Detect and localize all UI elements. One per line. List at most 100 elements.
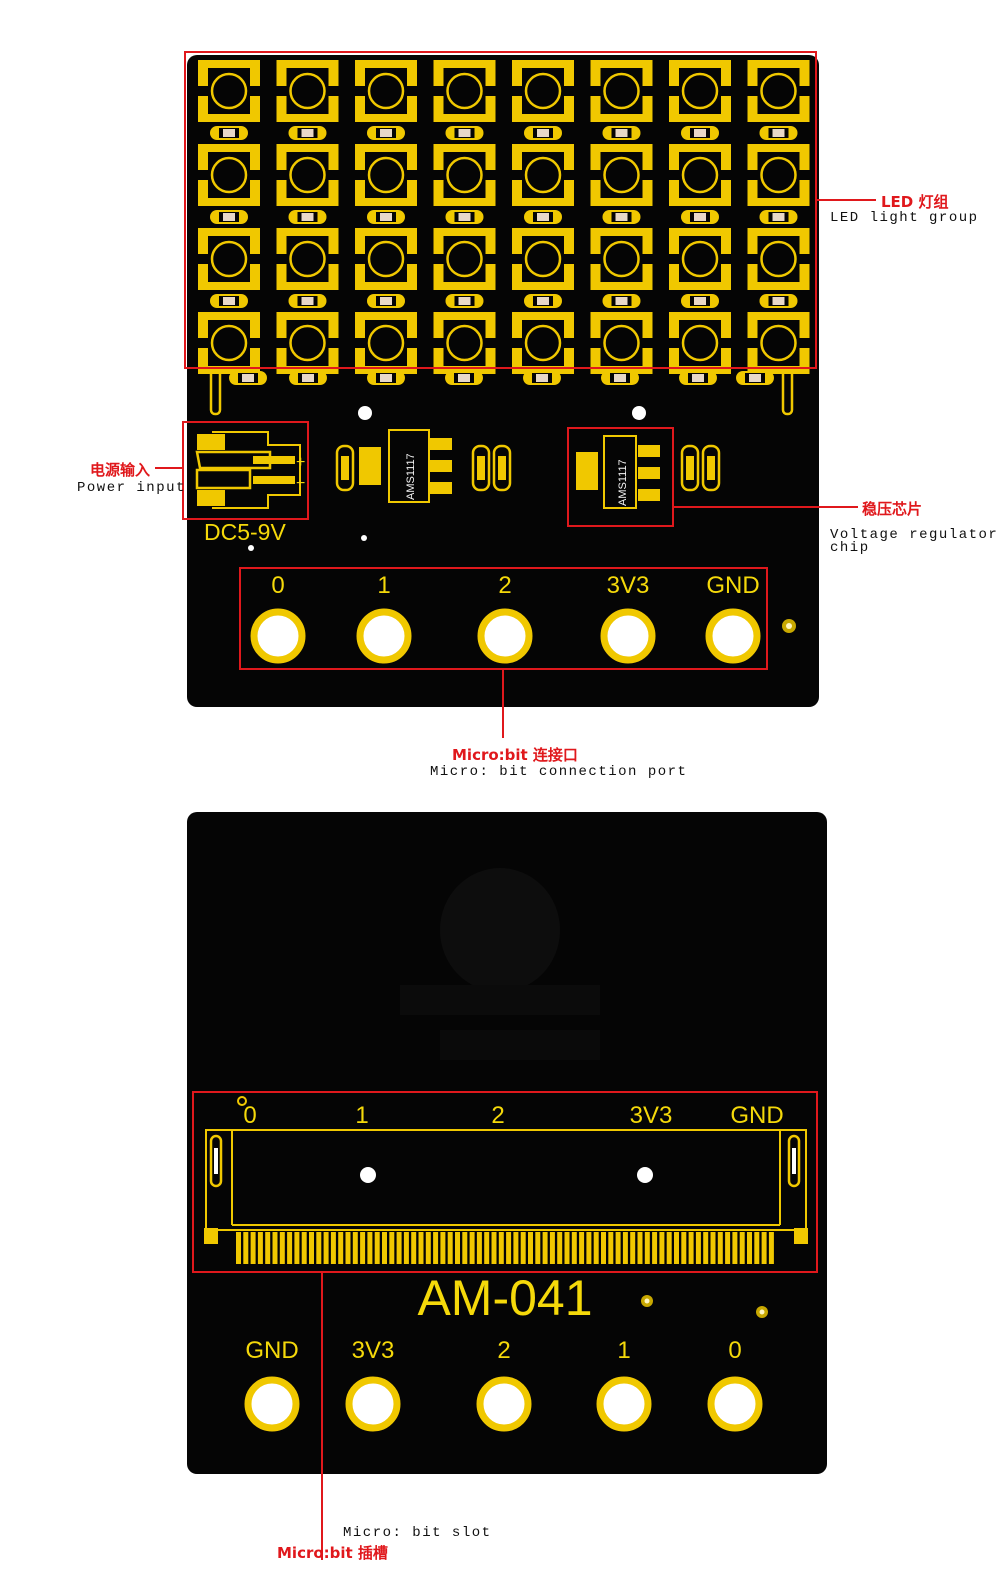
slot-pin-label: 2 xyxy=(491,1102,504,1129)
smd-capacitors xyxy=(335,444,721,492)
via-dot xyxy=(248,545,254,551)
led-pad xyxy=(433,312,496,374)
model-label: AM-041 xyxy=(417,1270,592,1326)
led-pad xyxy=(433,60,496,122)
led-resistor xyxy=(759,294,798,308)
led-resistor xyxy=(602,210,641,224)
slot-pin-label: 0 xyxy=(243,1102,256,1129)
led-resistor xyxy=(288,294,327,308)
led-resistor xyxy=(367,126,405,140)
callout-slot-en: Micro: bit slot xyxy=(343,1525,492,1541)
led-pad xyxy=(747,60,810,122)
svg-text:0: 0 xyxy=(728,1337,741,1364)
microbit-edge-slot xyxy=(204,1096,808,1264)
led-resistor xyxy=(210,294,248,308)
callout-led-group-cn: LED 灯组 xyxy=(881,193,949,211)
top-header-pins: 0 1 2 3V3 GND xyxy=(250,572,761,664)
led-resistor xyxy=(367,210,405,224)
led-pad xyxy=(276,312,339,374)
top-pin-2: 2 xyxy=(477,572,533,664)
bottom-header-pins: GND 3V3 2 1 0 xyxy=(244,1337,763,1432)
led-pad xyxy=(276,228,339,290)
callout-regulator-en-1: Voltage regulator xyxy=(830,527,999,543)
led-resistor xyxy=(681,126,719,140)
regulator-marking: AMS1117 xyxy=(405,453,417,500)
callout-slot-cn: Micro:bit 插槽 xyxy=(277,1544,388,1562)
led-pad xyxy=(590,312,653,374)
led-pad xyxy=(669,228,731,290)
svg-text:−: − xyxy=(296,475,305,492)
led-resistor xyxy=(524,210,562,224)
led-resistor xyxy=(288,210,327,224)
mounting-hole xyxy=(358,406,372,420)
bottom-pin-gnd: GND xyxy=(244,1337,300,1432)
svg-text:+: + xyxy=(296,454,305,471)
led-pad xyxy=(433,228,496,290)
top-pin-gnd: GND xyxy=(705,572,761,664)
led-pad xyxy=(669,312,731,374)
led-resistor xyxy=(445,126,484,140)
mounting-hole xyxy=(632,406,646,420)
callout-connection-port-en: Micro: bit connection port xyxy=(430,764,688,780)
side-slot-left xyxy=(209,368,222,416)
led-resistor xyxy=(759,210,798,224)
led-pad xyxy=(276,144,339,206)
led-pad xyxy=(276,60,339,122)
led-resistor xyxy=(601,371,639,385)
led-resistor xyxy=(210,210,248,224)
bottom-pin-1: 1 xyxy=(596,1337,652,1432)
led-pad xyxy=(747,144,810,206)
callout-led-group-en: LED light group xyxy=(830,210,979,226)
led-resistor xyxy=(523,371,561,385)
led-resistor xyxy=(445,294,484,308)
svg-text:2: 2 xyxy=(497,1337,510,1364)
top-pin-3v3: 3V3 xyxy=(600,572,656,664)
top-pin-0: 0 xyxy=(250,572,306,664)
power-rating-label: DC5-9V xyxy=(204,519,286,545)
faint-logo xyxy=(400,868,600,1060)
slot-pin-label: 1 xyxy=(355,1102,368,1129)
svg-text:GND: GND xyxy=(245,1337,298,1364)
svg-text:2: 2 xyxy=(498,572,511,599)
bottom-pin-2: 2 xyxy=(476,1337,532,1432)
led-resistor xyxy=(524,294,562,308)
led-pad xyxy=(355,228,417,290)
led-pad xyxy=(590,144,653,206)
led-pad xyxy=(512,60,574,122)
callout-regulator-en-2: chip xyxy=(830,540,870,556)
resistor-row xyxy=(229,371,774,385)
power-jack: + − xyxy=(195,431,305,509)
led-pad xyxy=(512,144,574,206)
led-pad xyxy=(433,144,496,206)
led-pad xyxy=(512,228,574,290)
led-matrix xyxy=(198,60,810,374)
led-resistor xyxy=(445,371,483,385)
callout-power-input-en: Power input xyxy=(77,480,186,496)
led-pad xyxy=(669,144,731,206)
regulator-marking: AMS1117 xyxy=(617,459,629,506)
led-pad xyxy=(590,228,653,290)
led-resistor xyxy=(759,126,798,140)
led-pad xyxy=(198,228,260,290)
led-resistor xyxy=(288,126,327,140)
led-resistor xyxy=(289,371,327,385)
led-pad xyxy=(198,312,260,374)
led-resistor xyxy=(229,371,267,385)
led-pad xyxy=(669,60,731,122)
slot-pin-label: GND xyxy=(730,1102,783,1129)
bottom-pin-3v3: 3V3 xyxy=(345,1337,401,1432)
led-pad xyxy=(198,60,260,122)
led-pad xyxy=(590,60,653,122)
voltage-regulator-1: AMS1117 xyxy=(359,429,452,503)
led-resistor xyxy=(681,210,719,224)
svg-text:3V3: 3V3 xyxy=(607,572,650,599)
led-pad xyxy=(355,144,417,206)
svg-text:GND: GND xyxy=(706,572,759,599)
svg-text:1: 1 xyxy=(377,572,390,599)
led-pad xyxy=(747,312,810,374)
callout-regulator-cn: 稳压芯片 xyxy=(862,500,923,518)
led-resistor xyxy=(681,294,719,308)
led-resistor xyxy=(367,371,405,385)
